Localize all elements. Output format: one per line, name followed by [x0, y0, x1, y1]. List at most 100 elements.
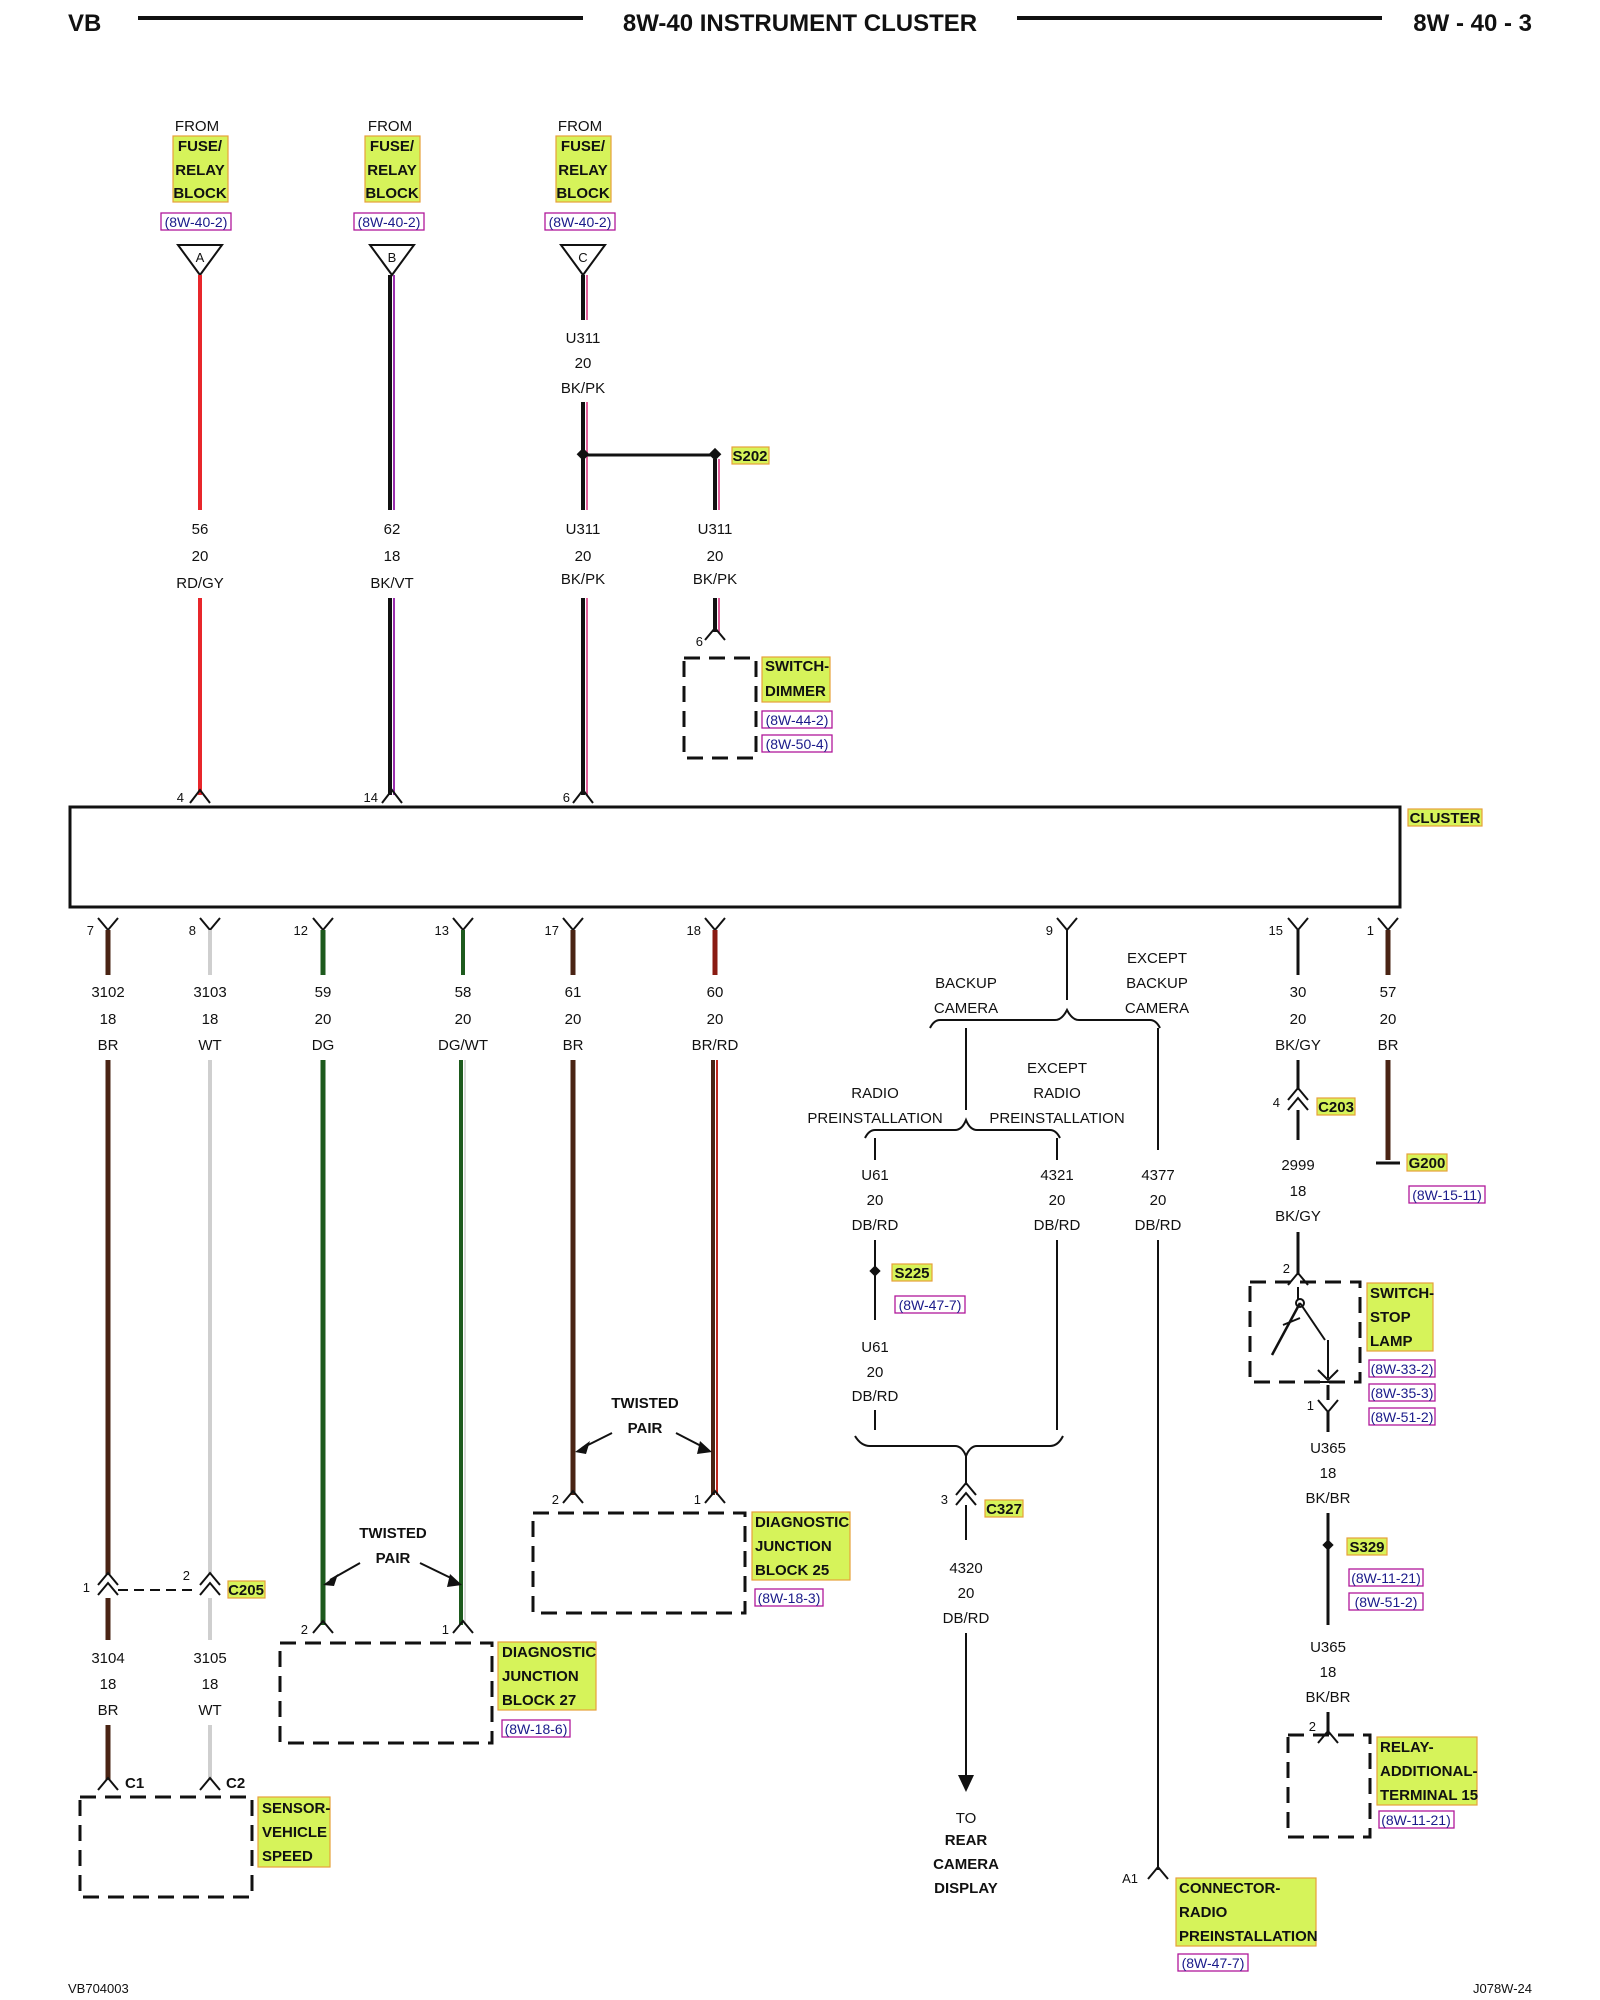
ref-link-box[interactable] [1378, 1810, 1455, 1829]
wire-58: 13 58 20 DG/WT [435, 917, 488, 1625]
twisted-pair-label: TWISTED [611, 1395, 679, 1412]
source-from-label: FROM [368, 118, 412, 135]
ref-link-box[interactable] [761, 710, 833, 729]
component-name-line: RADIO [1179, 1904, 1228, 1921]
highlight-box [1316, 1097, 1356, 1116]
wire-gauge: 20 [1380, 1011, 1397, 1028]
wire-circuit: U61 [861, 1339, 889, 1356]
ref-link[interactable]: (8W-51-2) [1355, 1594, 1418, 1610]
ref-link[interactable]: (8W-40-2) [165, 214, 228, 230]
wire-circuit: 2999 [1281, 1157, 1314, 1174]
ref-link[interactable]: (8W-18-6) [505, 1721, 568, 1737]
ref-link[interactable]: (8W-40-2) [549, 214, 612, 230]
wire-color-code: BR [98, 1037, 119, 1054]
wire-circuit: U365 [1310, 1639, 1346, 1656]
twisted-pair-label: PAIR [628, 1420, 663, 1437]
wire-circuit: U61 [861, 1167, 889, 1184]
pin-number: 2 [183, 1568, 190, 1583]
ref-link-box[interactable] [1368, 1407, 1436, 1426]
ref-link[interactable]: (8W-47-7) [899, 1297, 962, 1313]
splice-dot [1322, 1539, 1334, 1551]
ref-link-box[interactable] [160, 212, 232, 231]
pin-number: 6 [563, 790, 570, 805]
component-name-line: JUNCTION [755, 1538, 832, 1555]
wire-circuit: 59 [315, 984, 332, 1001]
wire-color-code: BK/GY [1275, 1037, 1321, 1054]
highlight-box [751, 1511, 851, 1581]
wire-color-code: DG/WT [438, 1037, 488, 1054]
page-header: VB 8W-40 INSTRUMENT CLUSTER 8W - 40 - 3 [68, 10, 1532, 37]
option-label: EXCEPT [1127, 950, 1187, 967]
ref-link[interactable]: (8W-35-3) [1371, 1385, 1434, 1401]
ref-link-box[interactable] [754, 1588, 824, 1607]
ref-link-box[interactable] [1368, 1383, 1436, 1402]
pin-number: A1 [1122, 1871, 1138, 1886]
ref-link[interactable]: (8W-11-21) [1381, 1812, 1451, 1828]
ref-link-box[interactable] [1177, 1953, 1249, 1972]
ref-link[interactable]: (8W-15-11) [1412, 1187, 1482, 1203]
ref-link[interactable]: (8W-50-4) [766, 736, 829, 752]
connector-letter: C [578, 250, 587, 265]
pin-number: 2 [1283, 1261, 1290, 1276]
ref-link-box[interactable] [353, 212, 425, 231]
wire-color-code: BR [98, 1702, 119, 1719]
wire-circuit: 3105 [193, 1650, 226, 1667]
option-label: CAMERA [1125, 1000, 1189, 1017]
connector-c1-label: C1 [125, 1775, 144, 1792]
sensor-vehicle-speed: 3104 18 BR 3105 18 WT C1 C2 SENSOR- VEHI… [78, 1650, 331, 1899]
pin-number: 13 [435, 923, 449, 938]
highlight-box [891, 1263, 933, 1282]
ref-link[interactable]: (8W-40-2) [358, 214, 421, 230]
wire-3103: 8 3103 18 WT [189, 917, 227, 1575]
pin-number: 1 [442, 1622, 449, 1637]
ref-link[interactable]: (8W-18-3) [758, 1590, 821, 1606]
component-name-line: SPEED [262, 1848, 313, 1865]
diagnostic-junction-block-25: TWISTED PAIR 2 1 DIAGNOSTIC JUNCTION BLO… [531, 1395, 851, 1615]
ref-link-box[interactable] [501, 1719, 571, 1738]
highlight-box [761, 656, 831, 703]
destination-label: CAMERA [933, 1856, 999, 1873]
ref-link[interactable]: (8W-33-2) [1371, 1361, 1434, 1377]
pin-number: 1 [1367, 923, 1374, 938]
pin-number: 15 [1269, 923, 1283, 938]
ref-link-box[interactable] [1408, 1185, 1486, 1204]
wire-60: 18 60 20 BR/RD [687, 917, 739, 1495]
ref-link-box[interactable] [1348, 1592, 1424, 1611]
source-fuse-block-a: FROM FUSE/ RELAY BLOCK (8W-40-2) A 56 20… [160, 118, 232, 805]
pin-number: 1 [1307, 1398, 1314, 1413]
highlight-box [1366, 1282, 1434, 1352]
djb25-component [531, 1511, 747, 1615]
ref-link[interactable]: (8W-11-21) [1351, 1570, 1421, 1586]
ref-link-box[interactable] [544, 212, 616, 231]
wire-gauge: 18 [100, 1676, 117, 1693]
ref-link[interactable]: (8W-51-2) [1371, 1409, 1434, 1425]
highlight-box [364, 135, 421, 203]
source-name-line: RELAY [367, 162, 416, 179]
splice-s329-label: S329 [1349, 1539, 1384, 1556]
dimmer-branch: S202 U311 20 BK/PK 6 U311 20 BK/PK 6 SWI… [561, 446, 833, 805]
header-left: VB [68, 10, 101, 37]
ref-link-box[interactable] [1368, 1359, 1436, 1378]
pin-number: 1 [83, 1580, 90, 1595]
highlight-box [1407, 808, 1483, 827]
ref-link-box[interactable] [1348, 1568, 1424, 1587]
ref-link-box[interactable] [894, 1295, 966, 1314]
wire-color-code: DB/RD [852, 1217, 899, 1234]
stop-lamp-branch: 15 30 20 BK/GY 4 C203 2999 18 BK/GY 2 1 … [1248, 917, 1478, 1839]
source-from-label: FROM [558, 118, 602, 135]
ref-link[interactable]: (8W-47-7) [1182, 1955, 1245, 1971]
pin-number: 14 [364, 790, 378, 805]
component-name-line: DIAGNOSTIC [755, 1514, 849, 1531]
wire-circuit: 4321 [1040, 1167, 1073, 1184]
wire-gauge: 18 [1320, 1664, 1337, 1681]
wire-gauge: 20 [192, 548, 209, 565]
source-name-line: BLOCK [365, 185, 418, 202]
highlight-box [555, 135, 612, 203]
ref-link[interactable]: (8W-44-2) [766, 712, 829, 728]
pin-number: 8 [189, 923, 196, 938]
component-name-line: BLOCK 27 [502, 1692, 576, 1709]
component-name-line: SWITCH- [1370, 1285, 1434, 1302]
wire-circuit: 3102 [91, 984, 124, 1001]
ref-link-box[interactable] [761, 734, 833, 753]
